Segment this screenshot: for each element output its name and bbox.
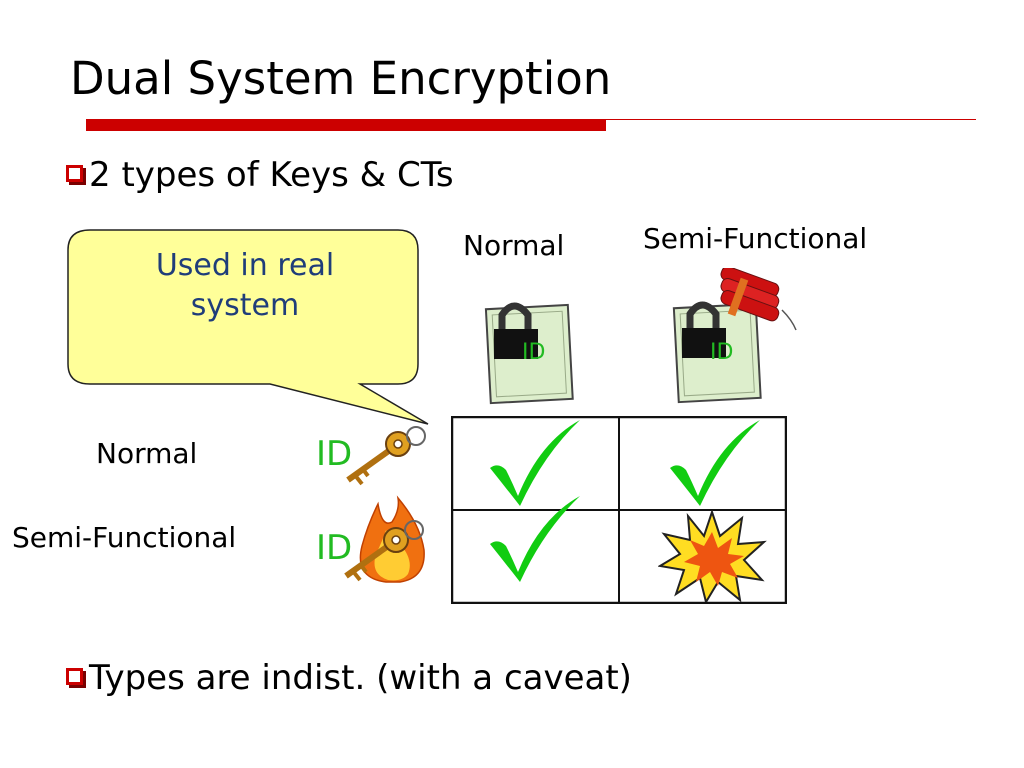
check-icon — [670, 420, 760, 506]
bullet-2-text: Types are indist. (with a caveat) — [89, 658, 632, 698]
callout-line-1: Used in real — [155, 248, 335, 283]
semi-functional-key-id: ID — [316, 528, 353, 568]
semi-functional-ciphertext-id: ID — [710, 340, 734, 365]
bullet-box-icon — [66, 667, 83, 685]
check-icon — [490, 420, 580, 506]
normal-key-id: ID — [316, 434, 353, 474]
slide-title: Dual System Encryption — [70, 52, 612, 105]
dynamite-icon — [720, 268, 797, 331]
normal-ciphertext-lock-icon — [484, 302, 574, 405]
column-label-semi-functional: Semi-Functional — [643, 222, 868, 255]
callout-line-2: system — [190, 288, 300, 323]
semi-functional-ciphertext-lock-icon — [672, 268, 797, 404]
row-label-semi-functional: Semi-Functional — [12, 521, 237, 554]
normal-ciphertext-id: ID — [522, 340, 546, 365]
bullet-box-icon — [66, 164, 83, 182]
explosion-icon — [658, 510, 767, 602]
bullet-1-text: 2 types of Keys & CTs — [89, 155, 454, 195]
bullet-1: 2 types of Keys & CTs — [66, 155, 454, 195]
bullet-2: Types are indist. (with a caveat) — [66, 658, 632, 698]
callout-text: Used in real system — [100, 246, 390, 326]
title-rule-thick — [86, 119, 606, 131]
title-rule-thin — [606, 119, 976, 120]
row-label-normal: Normal — [96, 437, 198, 470]
check-icon — [490, 496, 580, 582]
column-label-normal: Normal — [463, 229, 565, 262]
semi-functional-key-flame-icon — [344, 495, 425, 583]
normal-key-icon — [346, 426, 426, 486]
